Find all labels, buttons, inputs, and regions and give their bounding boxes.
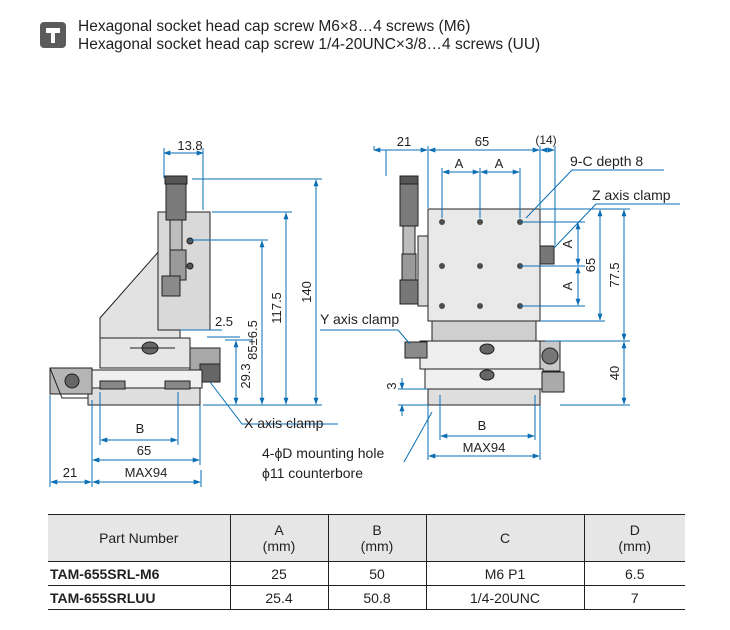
note-line-uu: Hexagonal socket head cap screw 1/4-20UN…: [78, 36, 541, 53]
cell-d: 6.5: [584, 561, 685, 586]
dim-65-side: 65: [137, 443, 151, 458]
part-number-cell: TAM-655SRLUU: [48, 585, 231, 610]
dim-21-side: 21: [63, 465, 77, 480]
dim-a-v2: A: [560, 281, 575, 290]
hole-pattern-label: 9-C depth 8: [570, 153, 643, 169]
cell-a: 25: [230, 561, 329, 586]
dim-65-vertical: 65: [583, 258, 598, 272]
screw-icon: [40, 22, 66, 48]
dim-b-front: B: [478, 418, 487, 433]
dim-65-front: 65: [475, 134, 489, 149]
mounting-hole-grid: [439, 219, 523, 309]
dim-85: 85±6.5: [245, 320, 260, 360]
dim-a-h2: A: [495, 156, 504, 171]
z-axis-clamp-label: Z axis clamp: [592, 187, 671, 203]
header-d: D(mm): [584, 514, 685, 562]
dim-40: 40: [607, 366, 622, 380]
cell-b: 50.8: [328, 585, 427, 610]
dim-117-5: 117.5: [269, 292, 284, 324]
table-row: TAM-655SRLUU 25.4 50.8 1/4-20UNC 7: [48, 585, 685, 610]
dim-a-v1: A: [560, 239, 575, 248]
cell-b: 50: [328, 561, 427, 586]
cell-a: 25.4: [230, 585, 329, 610]
dim-13-8: 13.8: [177, 138, 202, 153]
front-view-dimensions: [320, 146, 680, 463]
dim-14-front: (14): [535, 133, 556, 147]
front-view: [399, 175, 565, 406]
cell-c: 1/4-20UNC: [426, 585, 585, 610]
table-row: TAM-655SRL-M6 25 50 M6 P1 6.5: [48, 561, 685, 586]
header-b: B(mm): [328, 514, 427, 562]
dim-21-front: 21: [397, 134, 411, 149]
note-line-m6: Hexagonal socket head cap screw M6×8…4 s…: [78, 18, 471, 35]
spec-table: Part Number A(mm) B(mm) C D(mm) TAM-655S…: [48, 514, 685, 610]
side-view: [49, 175, 221, 406]
part-number-cell: TAM-655SRL-M6: [48, 561, 231, 586]
side-view-labels: 13.8 140 117.5 85±6.5 2.5 29.3 B 65 MAX9…: [63, 138, 324, 480]
header-a: A(mm): [230, 514, 329, 562]
x-axis-clamp-label: X axis clamp: [244, 415, 324, 431]
y-axis-clamp-label: Y axis clamp: [320, 311, 399, 327]
dim-3: 3: [384, 382, 399, 389]
dim-b-side: B: [136, 421, 145, 436]
side-view-dimensions: [49, 148, 338, 487]
table-header-row: Part Number A(mm) B(mm) C D(mm): [48, 514, 685, 562]
dim-max94-side: MAX94: [125, 465, 168, 480]
counterbore-label: ϕ11 counterbore: [262, 465, 363, 481]
front-view-labels: 21 65 (14) A A A A 65 77.5 40 3 B MAX94 …: [262, 133, 671, 481]
dim-140: 140: [299, 281, 314, 303]
dim-max94-front: MAX94: [463, 440, 506, 455]
dim-77-5: 77.5: [607, 262, 622, 287]
stage-drawing: 13.8 140 117.5 85±6.5 2.5 29.3 B 65 MAX9…: [49, 133, 680, 487]
dim-29-3: 29.3: [238, 363, 253, 388]
mounting-hole-label: 4-ϕD mounting hole: [262, 445, 384, 461]
header-part-number: Part Number: [48, 514, 231, 562]
cell-c: M6 P1: [426, 561, 585, 586]
dim-2-5: 2.5: [215, 314, 233, 329]
dim-a-h1: A: [455, 156, 464, 171]
cell-d: 7: [584, 585, 685, 610]
header-c: C: [426, 514, 585, 562]
